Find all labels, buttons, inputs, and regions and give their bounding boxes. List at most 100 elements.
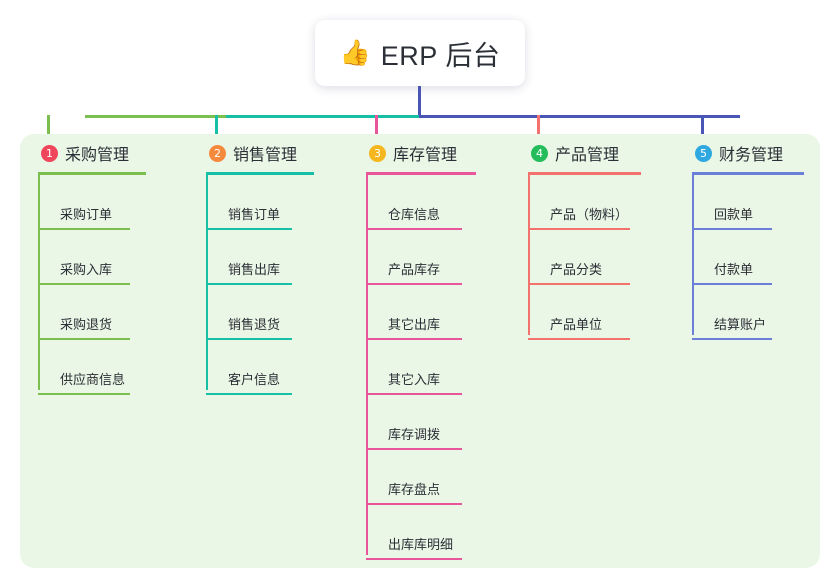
leaf-item[interactable]: 产品分类 (528, 230, 641, 285)
leaf-item-rule (366, 393, 462, 395)
leaf-item-rule (528, 338, 630, 340)
leaf-item-rule (206, 338, 292, 340)
branch-header-2[interactable]: 2 销售管理 (206, 140, 314, 166)
leaf-item-label: 采购退货 (60, 317, 113, 332)
branch-drop-3 (375, 115, 378, 144)
branch-trunk-line (366, 175, 368, 555)
leaf-item-label: 销售出库 (228, 262, 281, 277)
branch-header-rule (366, 172, 476, 175)
leaf-item[interactable]: 采购订单 (38, 175, 146, 230)
branch-trunk-line (528, 175, 530, 335)
branch-header-rule (38, 172, 146, 175)
leaf-item-label: 库存调拨 (388, 427, 441, 442)
leaf-item[interactable]: 销售出库 (206, 230, 314, 285)
branch-number-badge: 2 (209, 144, 226, 162)
branch-leaf-list: 采购订单采购入库采购退货供应商信息 (38, 175, 146, 395)
branch-header-1[interactable]: 1 采购管理 (38, 140, 146, 166)
leaf-item-label: 其它入库 (388, 372, 441, 387)
leaf-item[interactable]: 采购退货 (38, 285, 146, 340)
leaf-item-label: 回款单 (714, 207, 754, 222)
leaf-item-label: 产品分类 (550, 262, 603, 277)
leaf-item-rule (366, 283, 462, 285)
leaf-item-rule (692, 338, 772, 340)
leaf-item[interactable]: 其它出库 (366, 285, 476, 340)
root-node[interactable]: 👍 ERP 后台 (315, 20, 525, 86)
leaf-item[interactable]: 销售订单 (206, 175, 314, 230)
branch-column-5: 5 财务管理回款单付款单结算账户 (692, 140, 804, 340)
branch-title-label: 采购管理 (65, 147, 130, 164)
branch-column-2: 2 销售管理销售订单销售出库销售退货客户信息 (206, 140, 314, 395)
branch-title-label: 产品管理 (555, 147, 620, 164)
leaf-item-label: 其它出库 (388, 317, 441, 332)
leaf-item-label: 采购入库 (60, 262, 113, 277)
leaf-item[interactable]: 其它入库 (366, 340, 476, 395)
leaf-item-label: 客户信息 (228, 372, 281, 387)
leaf-item-label: 产品单位 (550, 317, 603, 332)
branch-header-rule (206, 172, 314, 175)
leaf-item-rule (38, 283, 130, 285)
branch-header-5[interactable]: 5 财务管理 (692, 140, 804, 166)
leaf-item[interactable]: 采购入库 (38, 230, 146, 285)
bus-segment-finance (419, 115, 740, 118)
branch-title-label: 财务管理 (719, 147, 784, 164)
leaf-item[interactable]: 回款单 (692, 175, 804, 230)
branch-leaf-list: 产品（物料） 产品分类产品单位 (528, 175, 641, 340)
leaf-item[interactable]: 付款单 (692, 230, 804, 285)
branch-leaf-list: 仓库信息产品库存其它出库其它入库库存调拨库存盘点出库库明细 (366, 175, 476, 560)
branch-trunk-line (38, 175, 40, 390)
bus-segment-sales (226, 115, 419, 118)
leaf-item[interactable]: 供应商信息 (38, 340, 146, 395)
leaf-item-rule (366, 228, 462, 230)
leaf-item-rule (206, 393, 292, 395)
branch-header-rule (692, 172, 804, 175)
branch-number-badge: 1 (41, 144, 58, 162)
leaf-item-rule (38, 228, 130, 230)
leaf-item-label: 产品（物料） (550, 207, 629, 222)
leaf-item[interactable]: 库存调拨 (366, 395, 476, 450)
leaf-item-rule (206, 283, 292, 285)
branch-number-badge: 5 (695, 144, 712, 162)
leaf-item-label: 结算账户 (714, 317, 767, 332)
branch-trunk-line (692, 175, 694, 335)
root-node-label: ERP 后台 (380, 40, 501, 71)
branch-title-label: 销售管理 (233, 147, 298, 164)
leaf-item[interactable]: 客户信息 (206, 340, 314, 395)
leaf-item-rule (692, 228, 772, 230)
leaf-item-label: 供应商信息 (60, 372, 126, 387)
leaf-item[interactable]: 销售退货 (206, 285, 314, 340)
leaf-item-label: 库存盘点 (388, 482, 441, 497)
leaf-item-rule (206, 228, 292, 230)
leaf-item[interactable]: 库存盘点 (366, 450, 476, 505)
leaf-item[interactable]: 产品库存 (366, 230, 476, 285)
thumbs-up-icon: 👍 (339, 38, 371, 67)
leaf-item[interactable]: 结算账户 (692, 285, 804, 340)
leaf-item[interactable]: 产品（物料） (528, 175, 641, 230)
leaf-item[interactable]: 仓库信息 (366, 175, 476, 230)
leaf-item-rule (692, 283, 772, 285)
leaf-item[interactable]: 产品单位 (528, 285, 641, 340)
branch-title-label: 库存管理 (393, 147, 458, 164)
leaf-item-label: 产品库存 (388, 262, 441, 277)
branches-panel (20, 134, 820, 568)
leaf-item-label: 出库库明细 (388, 537, 454, 552)
branch-number-badge: 4 (531, 144, 548, 162)
leaf-item-label: 采购订单 (60, 207, 113, 222)
branch-header-4[interactable]: 4 产品管理 (528, 140, 641, 166)
leaf-item-label: 付款单 (714, 262, 754, 277)
bus-segment-purchase (85, 115, 226, 118)
leaf-item-rule (38, 338, 130, 340)
leaf-item-rule (366, 338, 462, 340)
leaf-item-label: 仓库信息 (388, 207, 441, 222)
branch-drop-4 (537, 115, 540, 144)
branch-leaf-list: 销售订单销售出库销售退货客户信息 (206, 175, 314, 395)
leaf-item-rule (528, 228, 630, 230)
branch-header-rule (528, 172, 641, 175)
leaf-item-rule (366, 558, 462, 560)
leaf-item-rule (38, 393, 130, 395)
leaf-item-rule (366, 503, 462, 505)
leaf-item[interactable]: 出库库明细 (366, 505, 476, 560)
leaf-item-label: 销售订单 (228, 207, 281, 222)
